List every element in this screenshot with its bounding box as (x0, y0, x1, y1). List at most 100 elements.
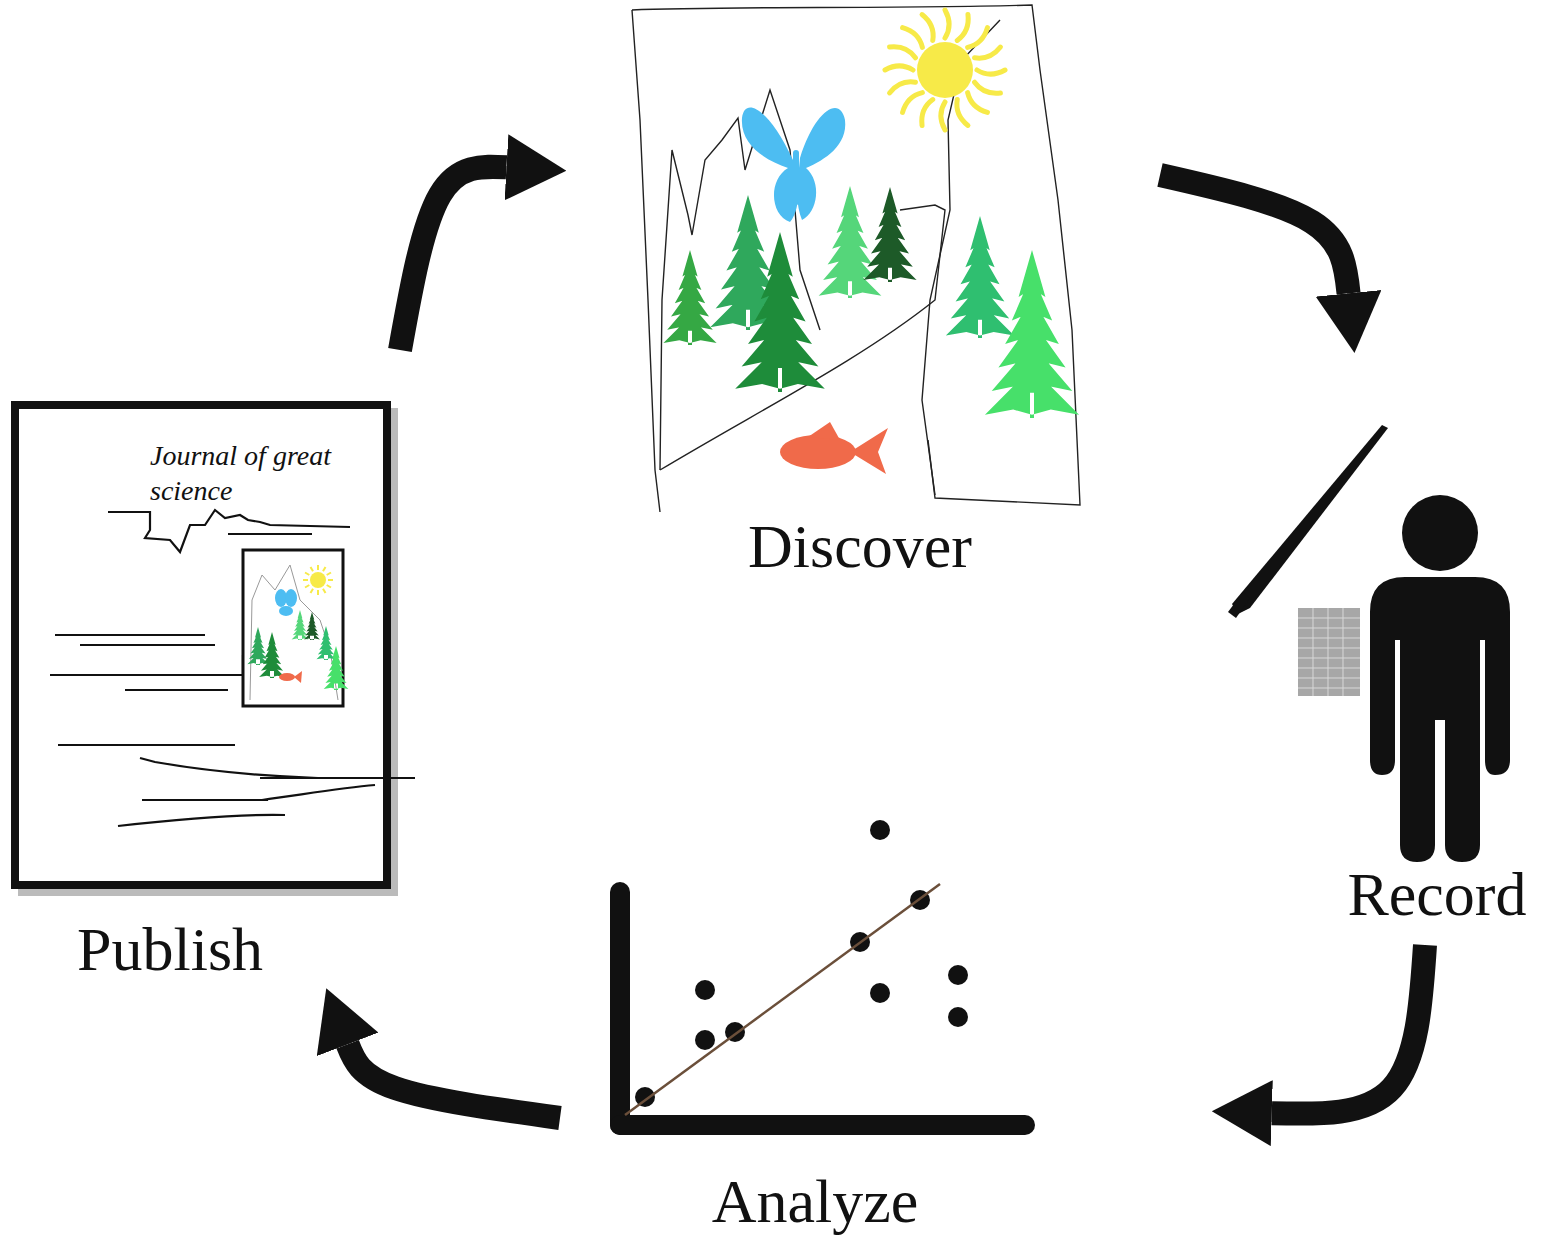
scatter-plot-part-part (695, 980, 715, 1000)
mini-landscape-part-part (317, 590, 319, 595)
scatter-plot-part (620, 1115, 1025, 1135)
sun-icon-part (977, 70, 1005, 74)
journal-page-part-part (108, 510, 350, 552)
mini-landscape-part (294, 671, 302, 683)
record-figure-part (1298, 608, 1360, 696)
sun-icon-part (922, 15, 933, 41)
fish-icon (780, 422, 888, 474)
cycle-arrow (1160, 175, 1349, 293)
mini-landscape-part-part (317, 565, 319, 570)
journal-page-part-part (125, 689, 228, 691)
landscape-drawing-part (660, 90, 820, 470)
mini-landscape-part (247, 610, 348, 690)
fish-icon-part (780, 435, 856, 469)
mini-landscape-part-part (316, 626, 335, 660)
pine-trees-part (946, 216, 1014, 338)
butterfly-icon-part (793, 150, 799, 205)
scatter-plot-part-part (870, 983, 890, 1003)
text-holder: Analyze (565, 1167, 1065, 1235)
record-figure-part-part (1298, 658, 1360, 659)
sun-icon-part (957, 100, 968, 126)
mini-landscape-part-part (328, 579, 333, 581)
sun-icon-part (890, 82, 916, 93)
journal-page-part-part (228, 533, 312, 535)
mini-landscape-part (310, 572, 326, 588)
landscape-drawing-part (632, 5, 1080, 505)
scatter-plot-part (625, 884, 940, 1115)
mini-landscape-part-part (327, 585, 331, 588)
journal-page (15, 405, 415, 892)
sun-icon-part (968, 93, 988, 113)
record-figure-part-part (1328, 608, 1329, 696)
mini-landscape-part-part (304, 612, 320, 640)
record-figure-part (1370, 577, 1510, 862)
stage-label: Discover (748, 512, 972, 580)
record-figure-part-part (1298, 648, 1360, 649)
sun-icon-part (975, 47, 1001, 58)
scatter-plot-part-part (695, 1030, 715, 1050)
journal-page-part-part (58, 744, 235, 746)
mini-landscape-part (303, 565, 333, 595)
mini-landscape-part-part (324, 646, 349, 690)
landscape-drawing-part (632, 10, 660, 512)
stage-label: Analyze (712, 1167, 919, 1235)
mini-landscape-part-part (323, 567, 326, 571)
sun-icon-part (941, 102, 945, 130)
pine-trees-part (663, 250, 716, 345)
cycle-arrow (400, 167, 506, 350)
mini-landscape-part (243, 550, 343, 706)
sun-icon-part (968, 28, 988, 48)
scatter-plot-part-part (948, 965, 968, 985)
mini-landscape (243, 550, 348, 706)
scatter-plot (620, 820, 1025, 1125)
record-figure-part-part (1313, 608, 1314, 696)
journal-page-part-part (140, 758, 318, 778)
journal-page-part-part (118, 815, 285, 826)
mini-landscape-part-part (259, 632, 285, 678)
pine-trees-part (863, 187, 916, 282)
stage-discover: Discover (560, 0, 1160, 580)
record-figure-part-part (1298, 618, 1360, 619)
mini-landscape-part (279, 673, 295, 681)
sun-icon-part (903, 93, 923, 113)
text-holder: Discover (610, 512, 1110, 580)
sun-icon-part (922, 100, 933, 126)
butterfly-icon (742, 107, 845, 222)
text-holder: Record (1187, 860, 1545, 928)
mini-landscape-part-part (305, 585, 309, 588)
mini-landscape-part (285, 589, 297, 607)
record-figure-part-part (1343, 608, 1344, 696)
pine-trees (663, 186, 1079, 418)
journal-page-part-part (260, 777, 415, 779)
journal-page-part-part (262, 785, 375, 800)
journal-page-part-part (80, 644, 215, 646)
sun-icon-part (903, 28, 923, 48)
cycle-arrow (1272, 945, 1425, 1114)
cycle-arrow (348, 1044, 560, 1118)
journal-page-part-part (50, 674, 243, 676)
sun-icon-part (890, 47, 916, 58)
record-figure-part (1232, 425, 1388, 614)
mini-landscape-part-part (305, 573, 309, 576)
scatter-plot-part (635, 820, 968, 1107)
record-figure-part-part (1298, 628, 1360, 629)
sun-icon-part (945, 10, 949, 38)
stage-label: Record (1347, 860, 1526, 928)
scatter-plot-part-part (948, 1007, 968, 1027)
stage-record: Record (1225, 345, 1540, 945)
sun-icon-part (917, 42, 973, 98)
mini-landscape-part-part (323, 589, 326, 593)
record-figure-part (1228, 592, 1250, 618)
scatter-plot-part-part (870, 820, 890, 840)
record-figure-part-part (1298, 638, 1360, 639)
landscape-drawing (632, 5, 1080, 512)
mini-landscape-part-part (311, 567, 314, 571)
stage-publish: Journal of great sciencePublish (5, 350, 405, 1005)
record-figure-part (1298, 608, 1360, 696)
record-figure-part (1402, 495, 1478, 571)
record-figure-part-part (1298, 668, 1360, 669)
journal-page-part (15, 405, 387, 885)
record-figure (1228, 425, 1510, 862)
